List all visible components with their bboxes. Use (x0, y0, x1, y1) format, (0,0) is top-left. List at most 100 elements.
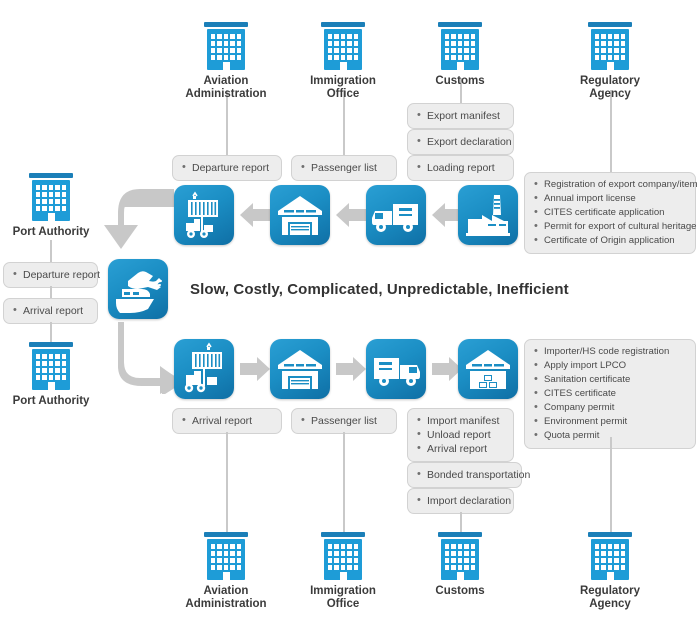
agency-label: Customs (435, 585, 485, 597)
building-icon (438, 22, 482, 70)
note-item: Import manifest (417, 413, 504, 428)
building-icon (29, 342, 73, 390)
building-icon (204, 532, 248, 580)
export-tile-factory[interactable] (458, 185, 518, 245)
import-tile-warehouse[interactable] (270, 339, 330, 399)
manifest-list: Import manifest Unload report Arrival re… (417, 413, 504, 456)
note-item: Apply import LPCO (534, 358, 686, 373)
connector-regulatory-bottom (610, 437, 612, 533)
note-item: Loading report (417, 160, 504, 175)
note-item: Annual import license (534, 191, 686, 206)
note-item: Departure report (182, 160, 272, 175)
note-item: Passenger list (301, 413, 387, 428)
note-item: CITES certificate (534, 386, 686, 401)
note-passenger-list-top[interactable]: Passenger list (291, 155, 397, 181)
note-bonded-transportation[interactable]: Bonded transportation (407, 462, 530, 488)
note-export-manifest[interactable]: Export manifest (407, 103, 514, 129)
import-arrow-1 (240, 356, 270, 382)
building-icon (588, 22, 632, 70)
note-item: Departure report (13, 267, 100, 282)
warehouse-icon (278, 350, 322, 389)
building-icon (321, 22, 365, 70)
agency-customs-bottom[interactable]: Customs (412, 532, 508, 598)
agency-port-authority-bottom[interactable]: Port Authority (3, 342, 99, 408)
note-item: Unload report (417, 427, 504, 442)
agency-label: Regulatory Agency (579, 75, 641, 100)
note-export-declaration[interactable]: Export declaration (407, 129, 514, 155)
note-arrival-report-bottom[interactable]: Arrival report (172, 408, 282, 434)
factory-icon (466, 195, 510, 236)
note-item: Export manifest (417, 108, 504, 123)
note-loading-report[interactable]: Loading report (407, 155, 514, 181)
elbow-arrow-inbound (104, 185, 174, 257)
note-item: Arrival report (182, 413, 272, 428)
agency-label: Aviation Administration (185, 75, 267, 100)
import-tile-warehouse-storage[interactable] (458, 339, 518, 399)
agency-immigration-office-bottom[interactable]: Immigration Office (295, 532, 391, 611)
note-item: Export declaration (417, 134, 512, 149)
note-departure-report-left[interactable]: Departure report (3, 262, 100, 288)
note-item: Arrival report (13, 303, 88, 318)
note-item: Importer/HS code registration (534, 344, 686, 359)
agency-label: Immigration Office (310, 585, 376, 610)
building-icon (438, 532, 482, 580)
connector-port-authority-top (50, 240, 52, 262)
note-passenger-list-bottom[interactable]: Passenger list (291, 408, 397, 434)
note-item: Bonded transportation (417, 467, 530, 482)
connector-immigration-top (343, 90, 345, 155)
agency-immigration-office-top[interactable]: Immigration Office (295, 22, 391, 101)
export-tile-truck[interactable] (366, 185, 426, 245)
forklift-container-icon (184, 342, 222, 393)
agency-aviation-administration-bottom[interactable]: Aviation Administration (178, 532, 274, 611)
connector-aviation-bottom (226, 432, 228, 532)
note-item: Import declaration (417, 493, 511, 508)
note-import-declaration[interactable]: Import declaration (407, 488, 514, 514)
export-tile-forklift[interactable] (174, 185, 234, 245)
note-item: CITES certificate application (534, 205, 686, 220)
note-item: Arrival report (417, 441, 504, 456)
note-import-regulatory-requirements[interactable]: Importer/HS code registration Apply impo… (524, 339, 696, 449)
note-arrival-report-left[interactable]: Arrival report (3, 298, 98, 324)
agency-label: Port Authority (12, 226, 90, 238)
export-arrow-2 (336, 202, 366, 228)
agency-aviation-administration-top[interactable]: Aviation Administration (178, 22, 274, 101)
import-arrow-3 (432, 356, 462, 382)
connector-left-notes (50, 286, 52, 298)
note-export-regulatory-requirements[interactable]: Registration of export company/item Annu… (524, 172, 698, 254)
connector-regulatory-top (610, 90, 612, 172)
building-icon (204, 22, 248, 70)
export-arrow-3 (432, 202, 462, 228)
note-item: Sanitation certificate (534, 372, 686, 387)
agency-customs-top[interactable]: Customs (412, 22, 508, 88)
export-tile-warehouse[interactable] (270, 185, 330, 245)
truck-icon (374, 358, 420, 386)
note-item: Quota permit (534, 428, 686, 443)
requirement-list: Registration of export company/item Annu… (534, 177, 698, 248)
note-item: Certificate of Origin application (534, 233, 686, 248)
forklift-container-icon (186, 191, 218, 238)
import-tile-forklift[interactable] (174, 339, 234, 399)
building-icon (29, 173, 73, 221)
agency-label: Immigration Office (310, 75, 376, 100)
agency-regulatory-agency-top[interactable]: Regulatory Agency (562, 22, 658, 101)
agency-label: Aviation Administration (185, 585, 267, 610)
note-departure-report-top[interactable]: Departure report (172, 155, 282, 181)
agency-port-authority-top[interactable]: Port Authority (3, 173, 99, 239)
warehouse-icon (278, 196, 322, 235)
import-tile-truck[interactable] (366, 339, 426, 399)
connector-customs-bottom (460, 512, 462, 534)
agency-regulatory-agency-bottom[interactable]: Regulatory Agency (562, 532, 658, 611)
note-import-manifest-group[interactable]: Import manifest Unload report Arrival re… (407, 408, 514, 462)
connector-customs-top (460, 78, 462, 104)
note-item: Permit for export of cultural heritage (534, 219, 697, 234)
building-icon (321, 532, 365, 580)
connector-immigration-bottom (343, 432, 345, 532)
note-item: Company permit (534, 400, 686, 415)
connector-aviation-top (226, 90, 228, 155)
hub-air-sea-transport-tile[interactable] (108, 259, 168, 319)
note-item: Registration of export company/item (534, 177, 698, 192)
elbow-arrow-outbound (104, 322, 184, 394)
agency-label: Customs (435, 75, 485, 87)
building-icon (588, 532, 632, 580)
